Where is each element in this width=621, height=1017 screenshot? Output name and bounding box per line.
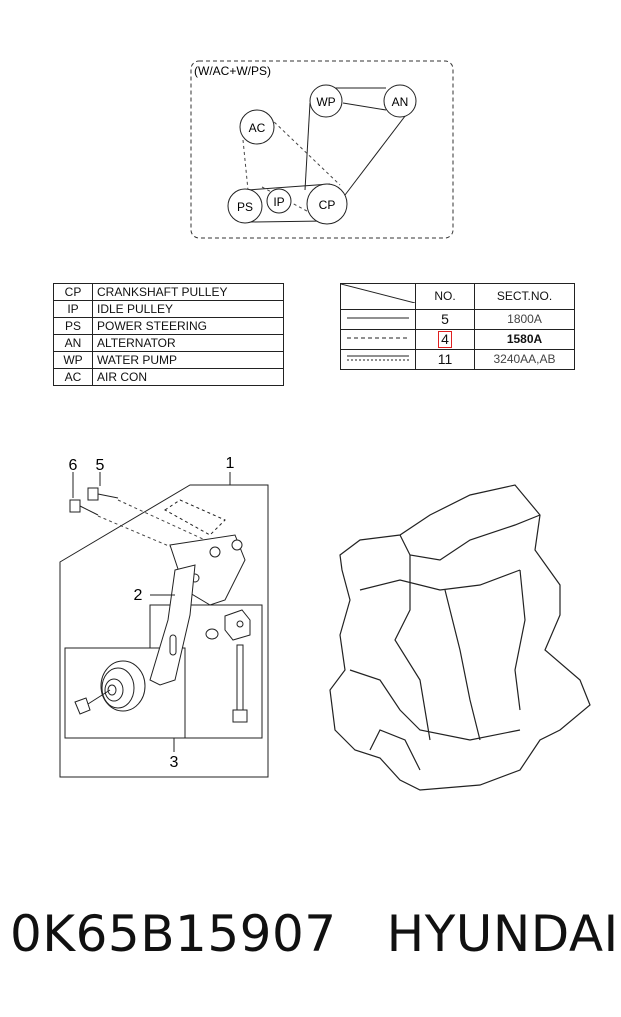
engine-block-icon: [329, 484, 591, 791]
belt-line-style: [340, 329, 416, 350]
pulley-label-ac: AC: [249, 121, 266, 135]
belt-sect: 1800A: [474, 309, 575, 330]
part-number: 0K65B15907: [10, 905, 337, 963]
belt-no: 11: [415, 349, 475, 370]
legend-code: AN: [53, 334, 93, 352]
double-line-icon: [347, 355, 409, 361]
belt-sect: 3240AA,AB: [474, 349, 575, 370]
bolt-alignment-lines: [97, 499, 206, 556]
pulley-ip: [266, 188, 292, 214]
legend-code: WP: [53, 351, 93, 369]
pulley-label-an: AN: [392, 95, 409, 109]
assembly-1-frame: [59, 472, 269, 778]
no-header: NO.: [415, 283, 475, 310]
pulley-label-ip: IP: [273, 195, 284, 209]
callout-6: 6: [69, 457, 78, 474]
callout-3: 3: [170, 754, 179, 771]
legend-name: POWER STEERING: [92, 317, 284, 335]
legend-code: CP: [53, 283, 93, 301]
brand-name: HYUNDAI: [386, 905, 619, 963]
legend-code: AC: [53, 368, 93, 386]
legend-code: PS: [53, 317, 93, 335]
belt-diagram-frame: [190, 60, 454, 239]
assembly-3-frame-right: [149, 604, 263, 739]
tensioner-bracket-icon: [149, 564, 196, 686]
pulley-label-cp: CP: [319, 198, 336, 212]
pulley-label-wp: WP: [316, 95, 335, 109]
belt-lines: [247, 87, 416, 223]
bolt-5-icon: [87, 472, 119, 501]
long-bolt-icon: [236, 644, 244, 721]
parts-exploded-view: 6 5 1 2 3: [59, 455, 591, 791]
belt-table-header: NO. SECT.NO.: [340, 283, 575, 310]
pulley-label-ps: PS: [237, 200, 253, 214]
callout-1: 1: [226, 455, 235, 472]
assembly-3-frame-left: [64, 647, 186, 739]
belt-diagram-title: (W/AC+W/PS): [194, 64, 271, 78]
bolt-6-icon: [69, 472, 99, 516]
idle-pulley-icon: [74, 660, 146, 715]
pulley-cp: [306, 183, 348, 225]
legend-name: ALTERNATOR: [92, 334, 284, 352]
sect-header: SECT.NO.: [474, 283, 575, 310]
legend-name: IDLE PULLEY: [92, 300, 284, 318]
belt-row: 4 1580A: [340, 329, 575, 350]
highlighted-belt-no[interactable]: 4: [438, 331, 452, 348]
footer-caption: 0K65B15907 HYUNDAI: [10, 905, 619, 963]
legend-name: AIR CON: [92, 368, 284, 386]
pulley-ps: [227, 188, 263, 224]
pulley-an: [383, 84, 417, 118]
belt-line-style: [340, 309, 416, 330]
belt-sect: 1580A: [474, 329, 575, 350]
belt-routing-diagram: (W/AC+W/PS) WP AN AC PS IP CP: [190, 60, 454, 239]
dashed-line-icon: [347, 337, 409, 339]
callout-2: 2: [134, 587, 143, 604]
legend-name: CRANKSHAFT PULLEY: [92, 283, 284, 301]
belt-row: 5 1800A: [340, 309, 575, 330]
washer-icon: [205, 628, 219, 640]
belt-line-style: [340, 349, 416, 370]
pulley-ac: [239, 109, 275, 145]
solid-line-icon: [347, 317, 409, 319]
belt-row: 11 3240AA,AB: [340, 349, 575, 370]
callout-5: 5: [96, 457, 105, 474]
belt-number-table: NO. SECT.NO. 5 1800A 4 1580A 11 3240AA,A…: [340, 283, 575, 370]
pulley-wp: [309, 84, 343, 118]
header-diagonal-icon: [340, 283, 416, 304]
belt-no: 4: [415, 329, 475, 350]
belt-no: 5: [415, 309, 475, 330]
belt-line-header: [340, 283, 416, 310]
legend-code: IP: [53, 300, 93, 318]
legend-name: WATER PUMP: [92, 351, 284, 369]
